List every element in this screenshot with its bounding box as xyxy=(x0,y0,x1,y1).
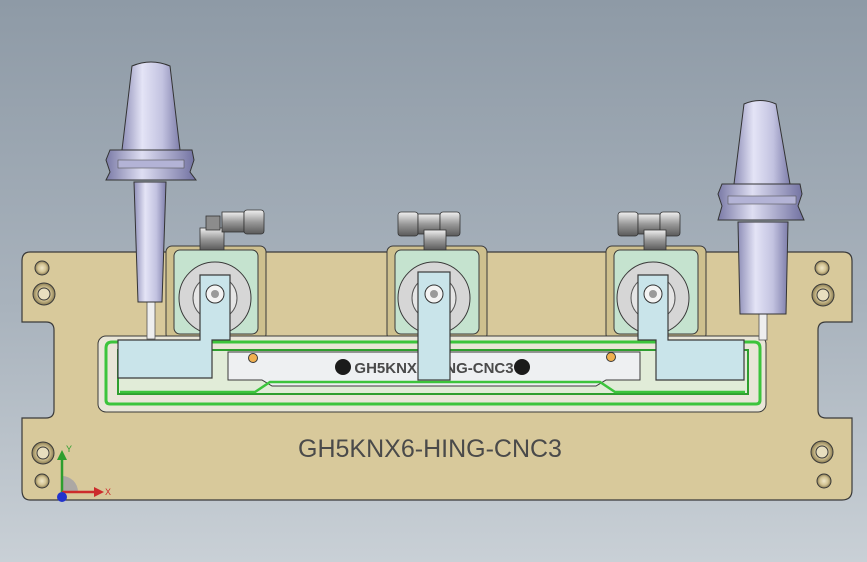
cylinder-module-center[interactable] xyxy=(394,211,480,381)
pneumatic-fitting-icon xyxy=(199,209,265,251)
engraved-part-label: GH5KNX6-HING-CNC3 xyxy=(298,435,562,463)
mounting-hole-icon xyxy=(810,260,835,489)
triad-y-label: Y xyxy=(66,444,72,454)
cylinder-module-left[interactable] xyxy=(117,209,265,379)
triad-icon[interactable]: Y X xyxy=(57,444,111,502)
pneumatic-fitting-icon xyxy=(397,211,461,251)
mounting-holes xyxy=(31,260,835,489)
pneumatic-fitting-icon xyxy=(617,211,681,251)
tool-holder-icon[interactable] xyxy=(717,100,805,341)
mounting-hole-icon xyxy=(31,260,56,489)
triad-x-label: X xyxy=(105,487,111,497)
cylinder-module-right[interactable] xyxy=(613,211,745,381)
tool-holder-icon[interactable] xyxy=(105,61,197,340)
